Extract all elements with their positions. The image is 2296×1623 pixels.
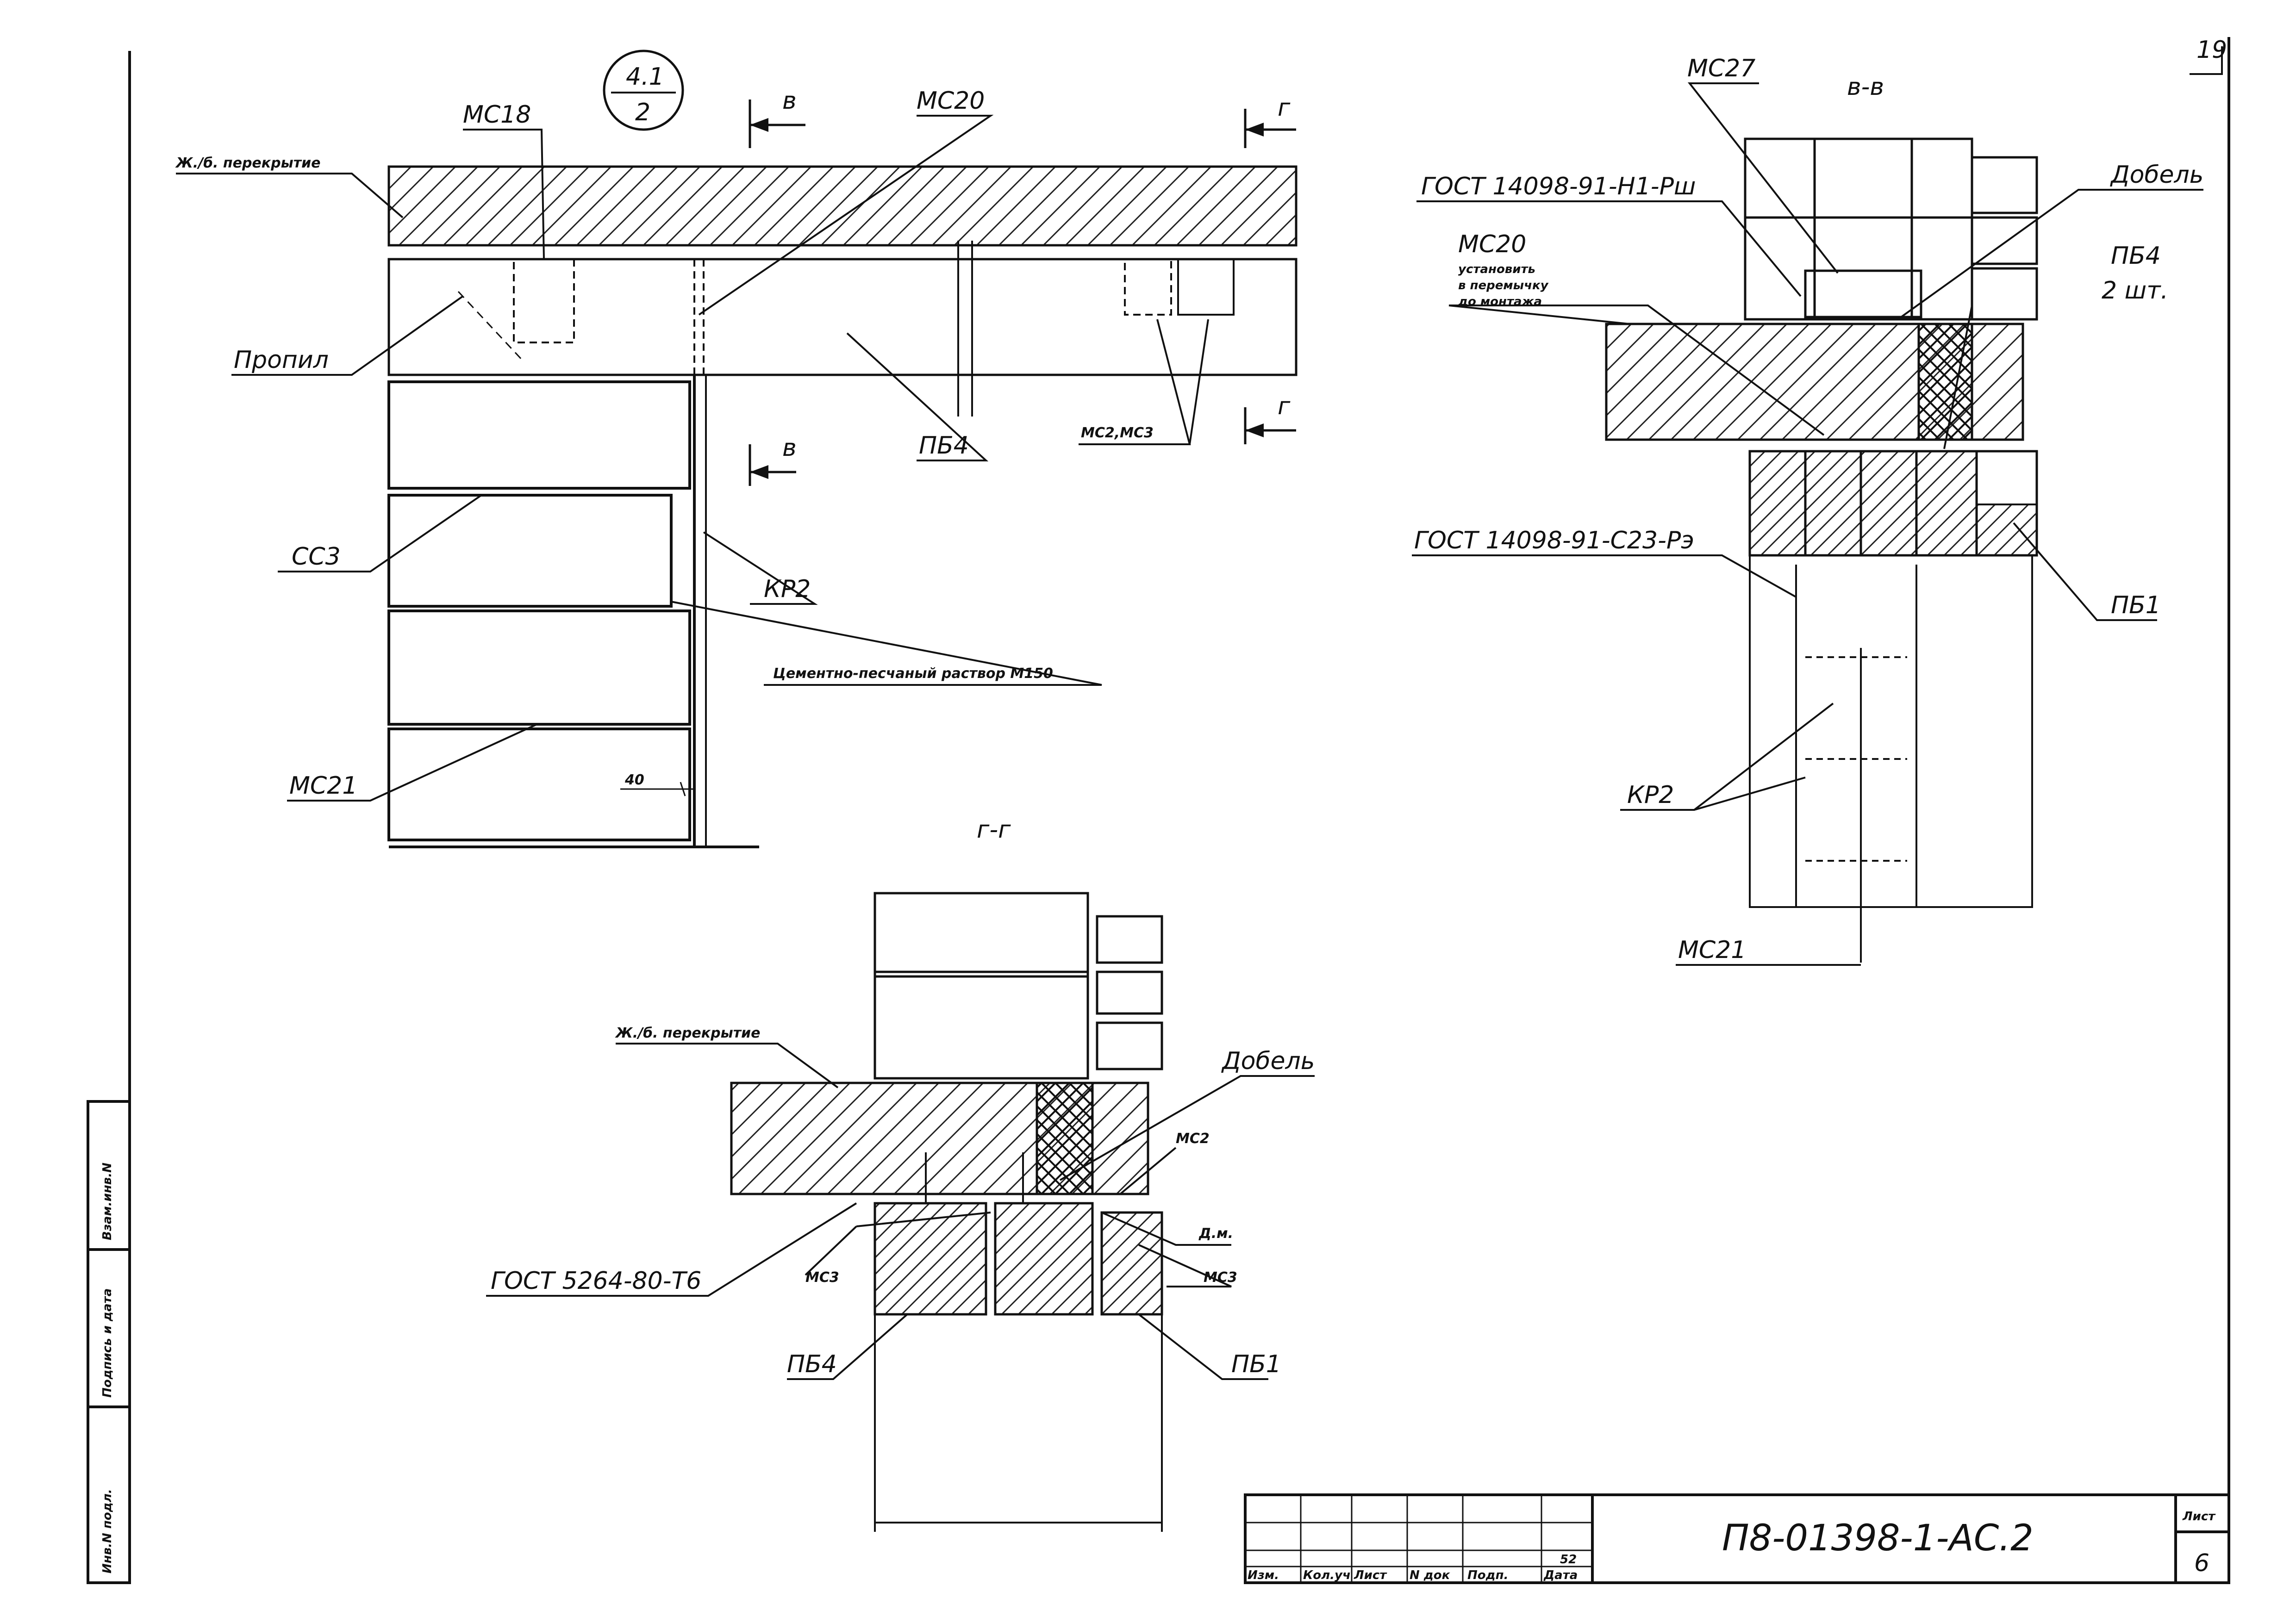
sheet-label: Лист	[2182, 1510, 2216, 1524]
label-slab-plan: Ж./б. перекрытие	[175, 155, 320, 171]
label-pb1-bb: ПБ1	[2111, 591, 2161, 619]
label-gost-t6: ГОСТ 5264-80-Т6	[491, 1267, 701, 1295]
detail-reference-marker	[603, 50, 684, 131]
label-ms21-bb: МС21	[1678, 936, 1746, 964]
label-pb1-gg: ПБ1	[1231, 1350, 1281, 1378]
document-code: П8-01398-1-АС.2	[1722, 1517, 2034, 1559]
label-mortar: Цементно-песчаный раствор М150	[773, 665, 1053, 682]
label-ms3-left: МС3	[805, 1269, 839, 1286]
label-dm: Д.м.	[1198, 1225, 1233, 1242]
label-dowel-bb: Добель	[2110, 161, 2203, 189]
title-col-izm: Изм.	[1248, 1568, 1279, 1582]
section-bb: в-в	[1412, 55, 2203, 966]
ms20-note-line2: в перемычку	[1458, 279, 1549, 292]
label-ms27: МС27	[1687, 55, 1755, 82]
section-bb-title: в-в	[1847, 73, 1884, 101]
ms20-note-line1: установить	[1458, 262, 1535, 276]
label-gost-s23: ГОСТ 14098-91-С23-Рэ	[1414, 527, 1694, 554]
title-col-data: Дата	[1543, 1568, 1578, 1582]
title-col-ndok: N док	[1410, 1568, 1451, 1582]
plan-section-g-top: г	[1278, 94, 1291, 122]
label-ms20-plan: МС20	[917, 87, 985, 115]
label-dowel-gg: Добель	[1221, 1047, 1315, 1075]
label-pb4-plan: ПБ4	[919, 432, 969, 460]
sheet-corner-number: 19	[2196, 36, 2227, 64]
plan-section-b-top: в	[782, 87, 797, 115]
marker-bottom: 2	[635, 99, 650, 126]
label-pb4-gg: ПБ4	[787, 1350, 837, 1378]
label-gost-n1: ГОСТ 14098-91-Н1-Рш	[1421, 173, 1696, 200]
plan-wall-blocks	[387, 380, 759, 848]
label-ms20-bb: МС20	[1458, 230, 1526, 258]
plan-section-b-bottom: в	[782, 434, 797, 462]
title-block	[1244, 1493, 2230, 1584]
label-kr2-plan: КР2	[764, 575, 811, 603]
label-pb4-qty: 2 шт.	[2102, 277, 2168, 305]
title-col-podp: Подп.	[1467, 1568, 1508, 1582]
side-stamp-cell-2: Подпись и дата	[100, 1288, 114, 1398]
label-ms18: МС18	[463, 101, 531, 129]
plan-lintel-pb4	[387, 258, 1298, 376]
plan-slab	[387, 165, 1298, 247]
plan-view: в г г в 4.1 2 МС18 МС20 Ж./б. перекрытие…	[175, 50, 1298, 848]
label-kr2-bb: КР2	[1627, 781, 1674, 809]
label-ms2-gg: МС2	[1176, 1131, 1210, 1147]
title-mark: 52	[1560, 1553, 1577, 1567]
plan-section-g-bottom: г	[1278, 392, 1291, 420]
label-ss3: СС3	[292, 543, 341, 571]
marker-top: 4.1	[626, 63, 664, 91]
title-col-koluch: Кол.уч	[1303, 1568, 1351, 1582]
section-gg: г-г	[486, 816, 1315, 1532]
side-stamp	[87, 1100, 131, 1584]
section-gg-title: г-г	[977, 816, 1011, 844]
side-stamp-cell-1: Инв.N подл.	[100, 1489, 114, 1573]
side-stamp-cell-3: Взам.инв.N	[100, 1163, 114, 1240]
label-ms21-plan: МС21	[289, 772, 357, 800]
label-ms2-ms3: МС2,МС3	[1081, 425, 1154, 441]
sheet-frame	[128, 37, 2230, 1583]
label-slab-gg: Ж./б. перекрытие	[615, 1025, 760, 1041]
title-col-list: Лист	[1354, 1568, 1387, 1582]
label-cut: Пропил	[234, 346, 329, 374]
ms20-note-line3: до монтажа	[1458, 295, 1542, 309]
label-dim-40: 40	[624, 772, 644, 788]
sheet-number: 6	[2194, 1549, 2209, 1577]
label-ms3-right: МС3	[1204, 1269, 1237, 1286]
label-pb4-bb: ПБ4	[2111, 242, 2161, 270]
